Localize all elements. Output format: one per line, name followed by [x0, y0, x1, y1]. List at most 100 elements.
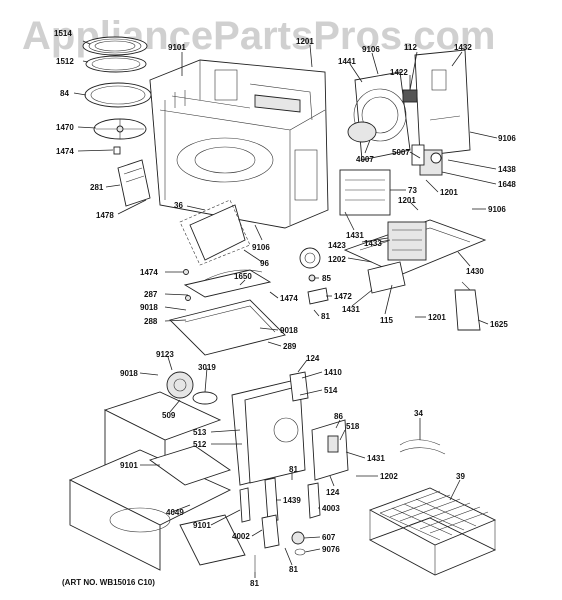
callout-1201: 1201: [398, 196, 416, 205]
callout-9018: 9018: [280, 326, 298, 335]
callout-1433: 1433: [364, 239, 382, 248]
callout-labels: 1514 1512 84 1470 1474 281 1478 9101 120…: [54, 29, 516, 588]
callout-1648: 1648: [498, 180, 516, 189]
callout-1512: 1512: [56, 57, 74, 66]
callout-81: 81: [289, 565, 298, 574]
callout-518: 518: [346, 422, 360, 431]
heater-part: [192, 391, 218, 405]
callout-1431: 1431: [346, 231, 364, 240]
callout-1439: 1439: [283, 496, 301, 505]
duct-assembly: [169, 199, 286, 356]
callout-85: 85: [322, 274, 331, 283]
callout-1472: 1472: [334, 292, 352, 301]
callout-1430: 1430: [466, 267, 484, 276]
callout-1202: 1202: [328, 255, 346, 264]
transformer-part: [339, 169, 391, 216]
callout-607: 607: [322, 533, 336, 542]
callout-9101: 9101: [193, 521, 211, 530]
callout-9018: 9018: [140, 303, 158, 312]
callout-9018: 9018: [120, 369, 138, 378]
callout-115: 115: [380, 316, 393, 325]
callout-1431: 1431: [367, 454, 385, 463]
callout-9101: 9101: [120, 461, 138, 470]
callout-1514: 1514: [54, 29, 72, 38]
callout-1201: 1201: [296, 37, 314, 46]
callout-1438: 1438: [498, 165, 516, 174]
art-number: (ART NO. WB15016 C10): [62, 578, 155, 587]
duct-part: [169, 299, 286, 356]
leader-lines: [73, 40, 498, 578]
callout-4003: 4003: [322, 504, 340, 513]
magnetron-part: [387, 221, 427, 261]
turntable-stack: [82, 36, 152, 207]
callout-1474: 1474: [280, 294, 298, 303]
callout-34: 34: [414, 409, 423, 418]
callout-5007: 5007: [392, 148, 410, 157]
callout-1478: 1478: [96, 211, 114, 220]
callout-9123: 9123: [156, 350, 174, 359]
base-plate-assembly: [299, 219, 487, 331]
callout-36: 36: [174, 201, 183, 210]
glass-tray-part: [84, 82, 152, 108]
callout-1474: 1474: [140, 268, 158, 277]
blower-assembly: [339, 49, 471, 216]
callout-81: 81: [321, 312, 330, 321]
callout-1410: 1410: [324, 368, 342, 377]
callout-281: 281: [90, 183, 104, 192]
callout-1431: 1431: [342, 305, 360, 314]
callout-4002: 4002: [232, 532, 250, 541]
callout-9101: 9101: [168, 43, 186, 52]
callout-81: 81: [250, 579, 259, 588]
convection-fan-part: [166, 371, 194, 399]
callout-9106: 9106: [362, 45, 380, 54]
callout-124: 124: [326, 488, 340, 497]
callout-3019: 3019: [198, 363, 216, 372]
callout-1625: 1625: [490, 320, 508, 329]
door-filter-part: [117, 159, 151, 207]
callout-1201: 1201: [440, 188, 458, 197]
callout-1202: 1202: [380, 472, 398, 481]
callout-287: 287: [144, 290, 158, 299]
callout-514: 514: [324, 386, 338, 395]
stirrer-part: [299, 247, 321, 269]
thermistor-part: [454, 289, 481, 331]
callout-509: 509: [162, 411, 176, 420]
fan-blade-part: [347, 121, 377, 143]
callout-1441: 1441: [338, 57, 356, 66]
callout-1650: 1650: [234, 272, 252, 281]
callout-9076: 9076: [322, 545, 340, 554]
cover-part: [189, 204, 246, 261]
callout-9106: 9106: [252, 243, 270, 252]
callout-1470: 1470: [56, 123, 74, 132]
callout-513: 513: [193, 428, 207, 437]
callout-9106: 9106: [498, 134, 516, 143]
callout-73: 73: [408, 186, 417, 195]
callout-288: 288: [144, 317, 158, 326]
grill-rack-part: [82, 36, 148, 56]
callout-1201: 1201: [428, 313, 446, 322]
callout-96: 96: [260, 259, 269, 268]
callout-124: 124: [306, 354, 320, 363]
handle-part: [179, 514, 246, 566]
callout-1432: 1432: [454, 43, 472, 52]
lower-assembly: [68, 371, 446, 572]
ring-part: [85, 55, 147, 73]
vent-plate-part: [414, 49, 471, 157]
callout-289: 289: [283, 342, 297, 351]
callout-1422: 1422: [390, 68, 408, 77]
coupler-part: [113, 146, 121, 155]
callout-39: 39: [456, 472, 465, 481]
callout-1474: 1474: [56, 147, 74, 156]
callout-512: 512: [193, 440, 207, 449]
callout-4007: 4007: [356, 155, 374, 164]
callout-1423: 1423: [328, 241, 346, 250]
callout-81: 81: [289, 465, 298, 474]
callout-84: 84: [60, 89, 69, 98]
callout-9106: 9106: [488, 205, 506, 214]
callout-4049: 4049: [166, 508, 184, 517]
callout-86: 86: [334, 412, 343, 421]
oven-cavity: [149, 59, 329, 229]
callout-112: 112: [404, 43, 417, 52]
wire-rack: [368, 487, 497, 576]
